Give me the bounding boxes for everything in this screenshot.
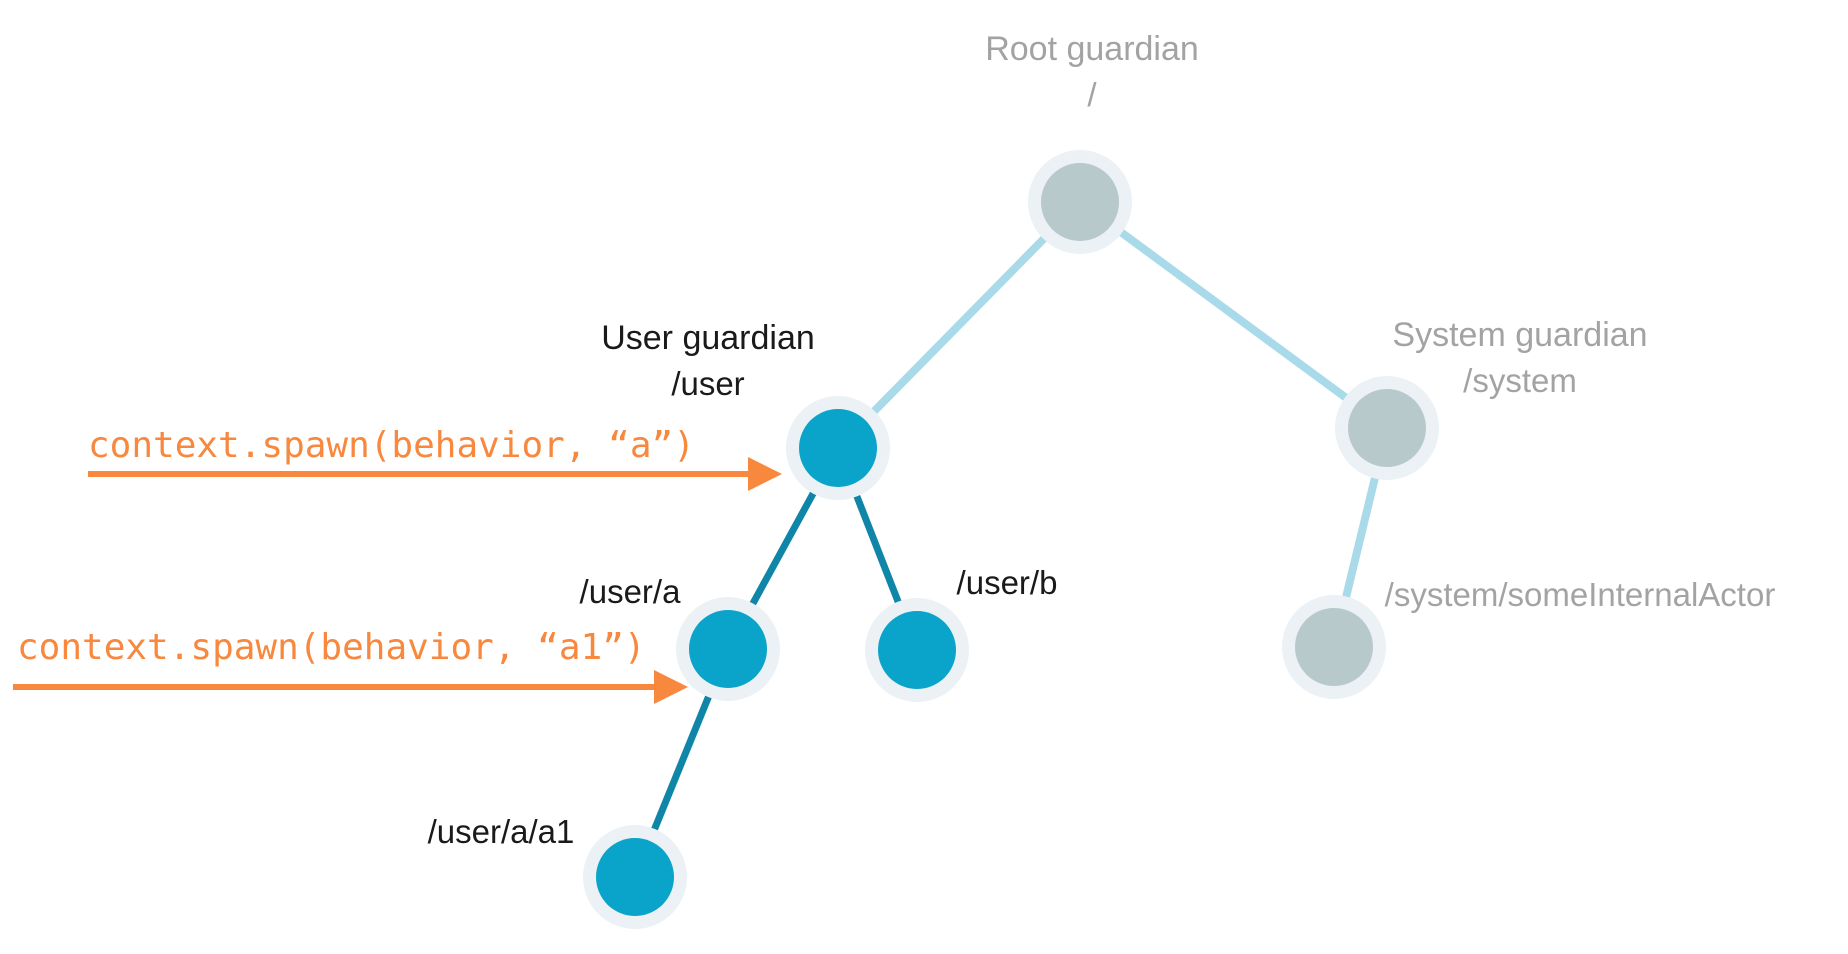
spawn-arrow-1 (88, 457, 782, 491)
arrow-head-icon (748, 457, 782, 491)
actor-node-user-guardian (799, 409, 877, 487)
actor-node-system-internal (1295, 608, 1373, 686)
actor-node-system-guardian (1348, 389, 1426, 467)
edge-root-guardian-to-user-guardian (835, 199, 1083, 451)
actor-node-root-guardian (1041, 163, 1119, 241)
arrow-head-icon (654, 670, 688, 704)
actor-node-user-a (689, 610, 767, 688)
spawn-arrow-2 (13, 670, 688, 704)
actor-node-user-a-a1 (596, 838, 674, 916)
actor-node-user-b (878, 611, 956, 689)
edge-root-guardian-to-system-guardian (1077, 198, 1390, 432)
